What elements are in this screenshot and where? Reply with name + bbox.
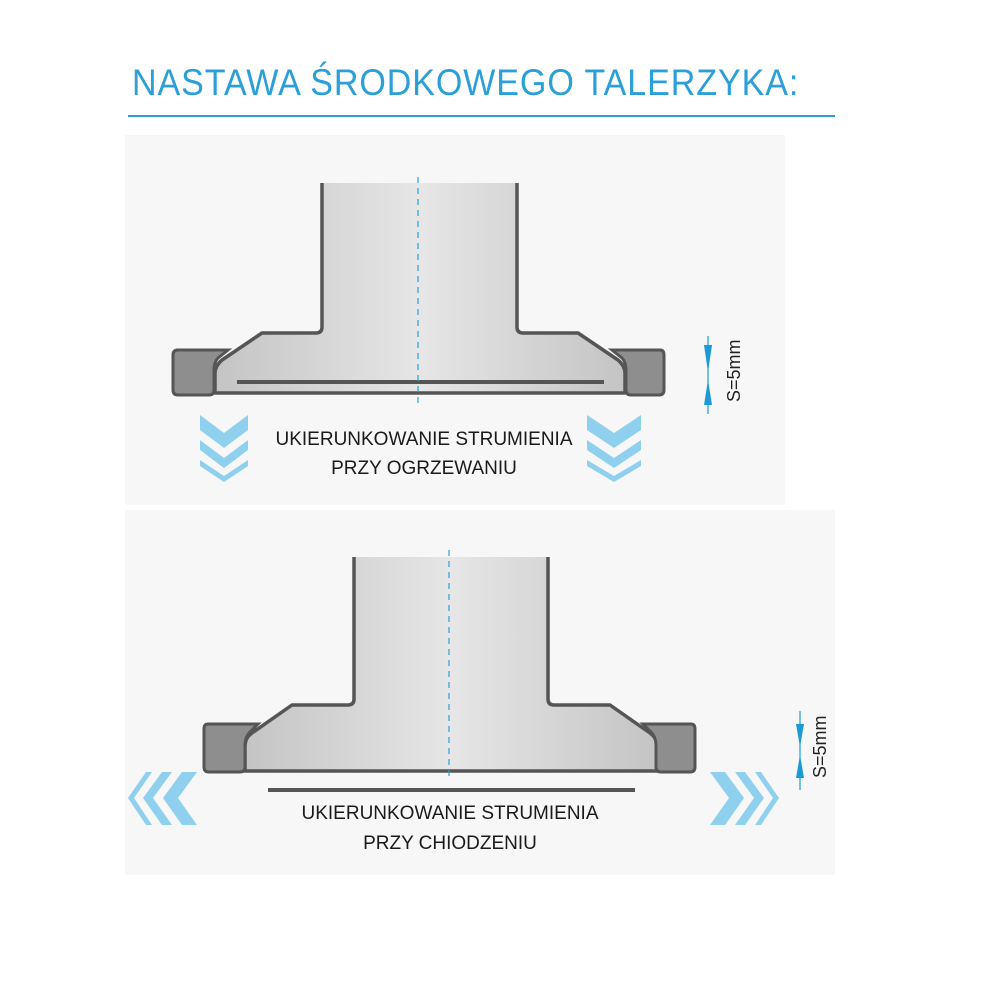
chevron-down-icon <box>200 415 248 482</box>
diffuser-body <box>243 557 659 773</box>
cooling-caption-line1: UKIERUNKOWANIE STRUMIENIA <box>302 803 599 824</box>
left-ring-block <box>202 722 262 774</box>
heating-caption-line1: UKIERUNKOWANIE STRUMIENIA <box>276 429 573 450</box>
right-ring-block <box>639 722 697 774</box>
title-underline <box>128 115 835 117</box>
chevron-right-icon <box>710 772 779 825</box>
cooling-diffuser-diagram <box>202 550 697 792</box>
chevron-down-icon <box>587 415 641 482</box>
gap-dimension-arrows <box>704 336 712 414</box>
chevron-left-icon <box>128 772 197 825</box>
right-ring-block <box>607 348 666 397</box>
gap-label: S=5mm <box>724 339 744 402</box>
gap-dimension-arrows <box>796 711 804 790</box>
heating-diffuser-diagram <box>171 177 666 405</box>
left-ring-block <box>171 348 233 397</box>
heating-caption-line2: PRZY OGRZEWANIU <box>331 458 517 479</box>
page-title: NASTAWA ŚRODKOWEGO TALERZYKA: <box>132 62 800 103</box>
gap-label: S=5mm <box>810 715 830 778</box>
cooling-caption-line2: PRZY CHIODZENIU <box>363 833 537 854</box>
diffuser-body <box>213 183 627 395</box>
